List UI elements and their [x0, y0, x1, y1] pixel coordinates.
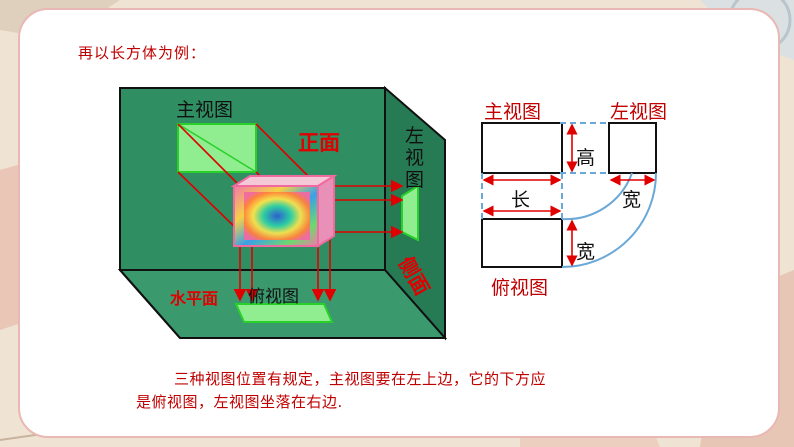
width-label-bottom: 宽 [576, 241, 595, 263]
top-view-box [481, 218, 563, 268]
left-view-box [608, 122, 657, 174]
horizontal-face-label: 水平面 [170, 289, 218, 308]
intro-text: 再以长方体为例： [78, 44, 207, 62]
top-view-projection [234, 303, 334, 323]
left-view-label-3: 图 [405, 169, 424, 191]
three-view-left-title: 左视图 [610, 101, 667, 123]
caption-line-2: 是俯视图，左视图坐落在右边. [136, 393, 343, 411]
left-view-label-1: 左 [405, 125, 424, 147]
width-label-right: 宽 [622, 189, 641, 211]
left-view-label-2: 视 [405, 147, 424, 169]
top-view-label: 俯视图 [248, 287, 299, 307]
caption-text: 三种视图位置有规定，主视图要在左上边，它的下方应 是俯视图，左视图坐落在右边. [136, 368, 696, 414]
length-label: 长 [511, 189, 530, 211]
three-view-front-title: 主视图 [484, 101, 541, 123]
left-view-projection [401, 184, 419, 242]
cuboid-side-face [317, 174, 335, 248]
front-face-label: 正面 [298, 131, 340, 155]
front-view-box [481, 122, 563, 174]
caption-line-1: 三种视图位置有规定，主视图要在左上边，它的下方应 [174, 370, 547, 388]
front-view-label: 主视图 [176, 99, 233, 121]
height-label: 高 [576, 147, 595, 169]
three-view-top-title: 俯视图 [491, 277, 548, 299]
